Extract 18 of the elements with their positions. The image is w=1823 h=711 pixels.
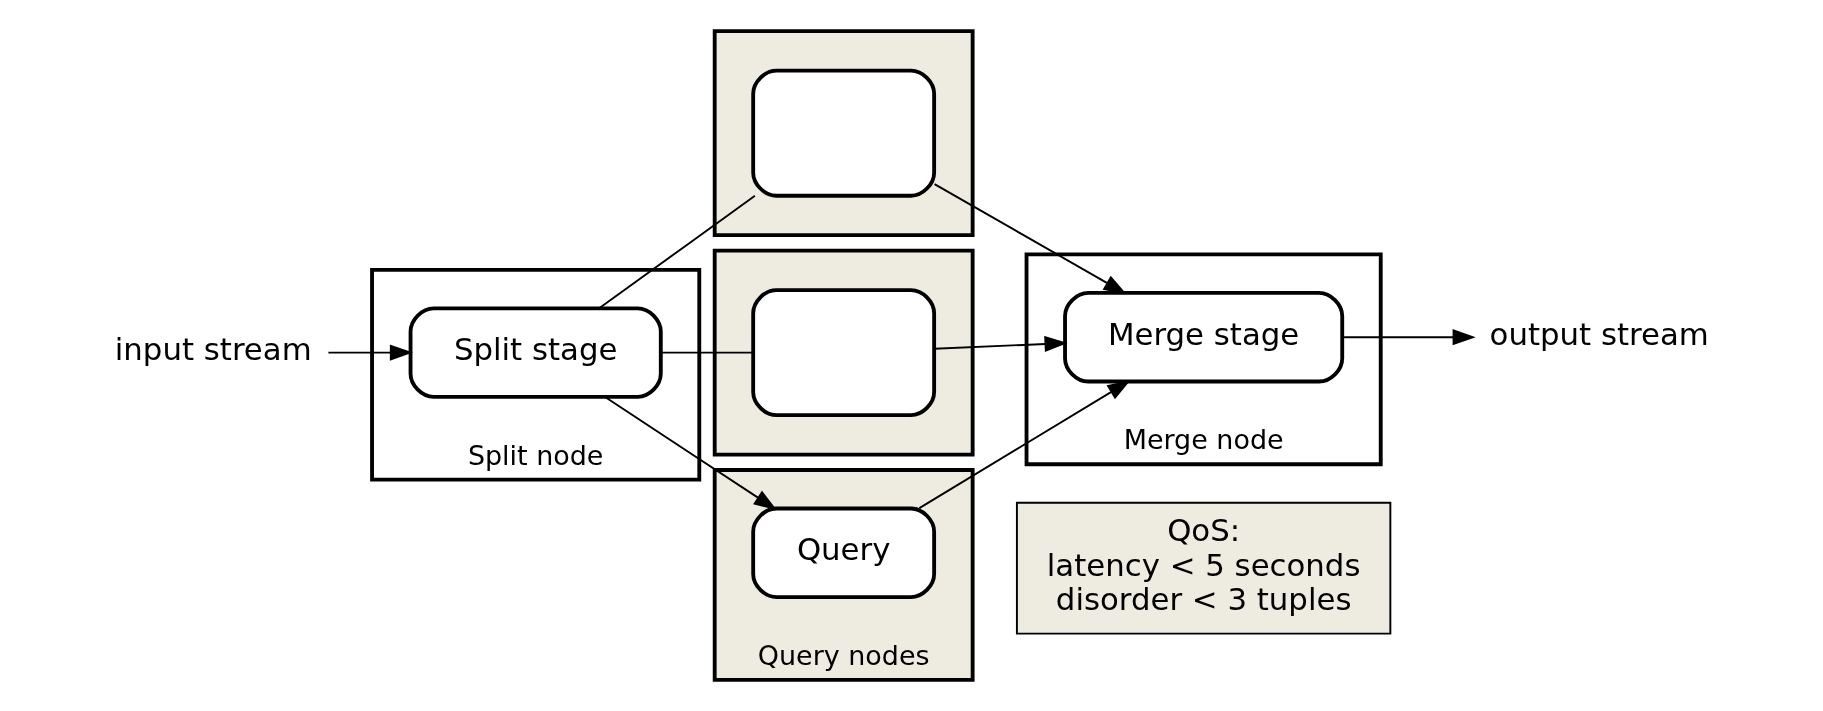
node-box — [750, 288, 936, 418]
cluster — [712, 248, 975, 457]
node-box: Query — [750, 506, 936, 599]
arrow — [917, 380, 1130, 510]
node-text: output stream — [1489, 315, 1709, 352]
node-box: QoS: latency < 5 seconds disorder < 3 tuples — [1015, 501, 1391, 635]
node-box: Merge stage — [1062, 291, 1344, 384]
arrow — [933, 183, 1127, 295]
node-box — [750, 68, 936, 198]
arrow — [1341, 329, 1476, 346]
arrow — [603, 396, 777, 511]
connector — [597, 194, 756, 310]
node-box: Split stage — [408, 306, 663, 399]
node-text: input stream — [114, 330, 312, 367]
cluster — [712, 29, 975, 238]
arrow — [933, 335, 1068, 353]
arrow — [326, 344, 413, 361]
connector — [659, 351, 754, 354]
